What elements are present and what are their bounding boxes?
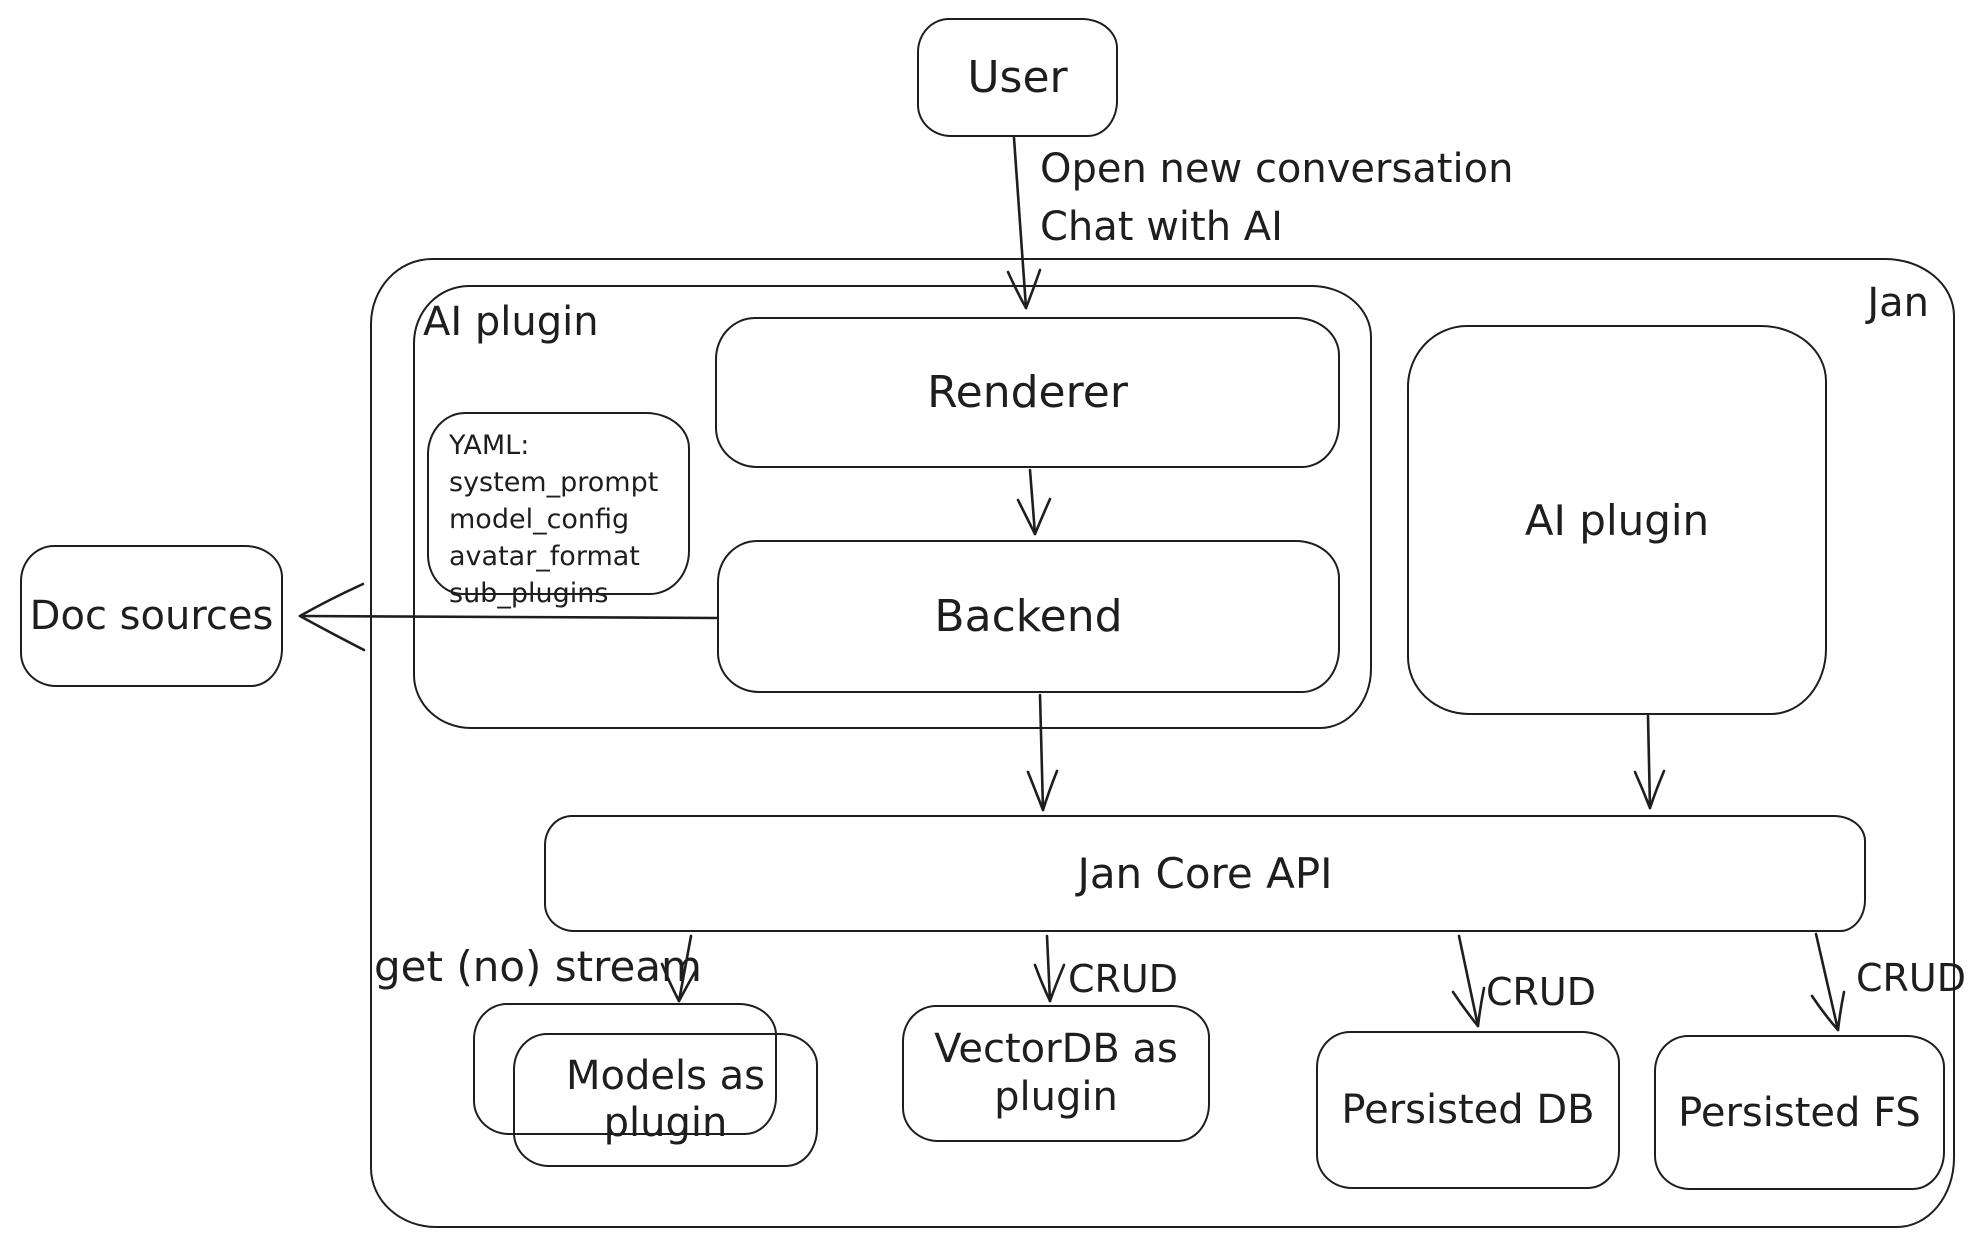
yaml-note-line: model_config: [449, 503, 630, 535]
vectordb-plugin-node-label: VectorDB as plugin: [934, 1026, 1178, 1120]
models-plugin-node-label: Models as plugin: [565, 1052, 765, 1146]
user-node: User: [917, 18, 1118, 137]
yaml-note-line: system_prompt: [449, 466, 659, 498]
renderer-node-label: Renderer: [927, 367, 1128, 418]
edge-label-open-conversation-line2: Chat with AI: [1040, 204, 1283, 250]
vectordb-plugin-node: VectorDB as plugin: [902, 1005, 1210, 1142]
jan-container-label: Jan: [1867, 280, 1929, 326]
yaml-note-line: YAML:: [449, 430, 530, 461]
ai-plugin-node-label: AI plugin: [1524, 495, 1710, 545]
backend-node-label: Backend: [934, 591, 1123, 642]
renderer-node: Renderer: [715, 317, 1340, 468]
doc-sources-node-label: Doc sources: [29, 593, 274, 639]
yaml-note-line: avatar_format: [449, 540, 640, 572]
edge-label-crud-persisted-db: CRUD: [1486, 970, 1597, 1014]
persisted-fs-node-label: Persisted FS: [1678, 1089, 1921, 1136]
backend-node: Backend: [717, 540, 1340, 693]
ai-plugin-container-label: AI plugin: [423, 299, 599, 345]
models-plugin-node: Models as plugin: [513, 1033, 818, 1167]
jan-core-api-node: Jan Core API: [544, 815, 1866, 932]
doc-sources-node: Doc sources: [20, 545, 283, 687]
yaml-note: YAML: system_prompt model_config avatar_…: [427, 412, 690, 609]
persisted-db-node-label: Persisted DB: [1341, 1087, 1595, 1133]
edge-label-open-conversation: Open new conversation Chat with AI: [1040, 146, 1513, 250]
edge-label-open-conversation-line1: Open new conversation: [1040, 146, 1514, 192]
edge-label-crud-persisted-fs: CRUD: [1856, 956, 1967, 1000]
persisted-db-node: Persisted DB: [1316, 1031, 1620, 1189]
yaml-note-line: sub_plugins: [449, 577, 609, 609]
ai-plugin-node: AI plugin: [1407, 325, 1827, 715]
persisted-fs-node: Persisted FS: [1654, 1035, 1945, 1190]
edge-label-crud-vectordb: CRUD: [1068, 957, 1179, 1001]
edge-label-get-no-stream: get (no) stream: [374, 942, 702, 991]
user-node-label: User: [967, 52, 1068, 103]
jan-core-api-node-label: Jan Core API: [1077, 849, 1333, 898]
